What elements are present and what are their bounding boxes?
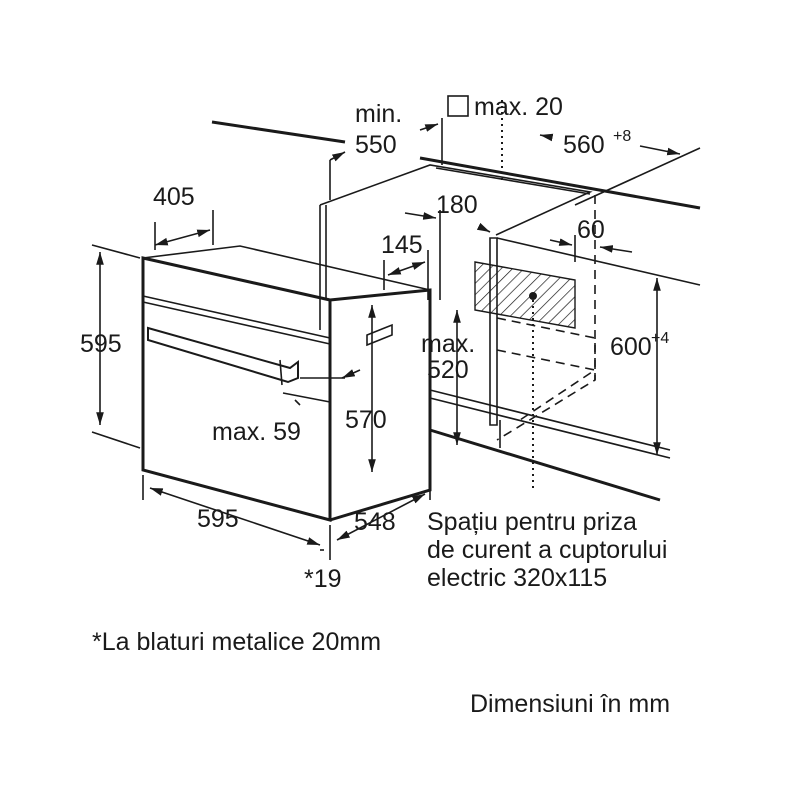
label-548: 548 [354, 508, 396, 536]
label-145: 145 [381, 231, 423, 259]
label-180: 180 [436, 191, 478, 219]
label-max-520: 520 [427, 356, 469, 384]
label-max: max. [421, 330, 475, 358]
label-max-59: max. 59 [212, 418, 301, 446]
footnote: *La blaturi metalice 20mm [92, 628, 381, 656]
label-min: min. [355, 100, 402, 128]
oven [141, 245, 432, 522]
socket-center-mark [529, 292, 537, 300]
socket-note-line-2: de curent a cuptorului [427, 536, 667, 564]
label-star-19: *19 [304, 565, 342, 593]
label-600-tolerance: +4 [651, 330, 669, 347]
socket-note-line-1: Spațiu pentru priza [427, 508, 637, 536]
label-405: 405 [153, 183, 195, 211]
cabinet [211, 120, 701, 502]
label-max-20: max. 20 [474, 93, 563, 121]
dimension-lines [91, 118, 681, 560]
label-60: 60 [577, 216, 605, 244]
oven-handle [147, 326, 299, 384]
label-width-595: 595 [197, 505, 239, 533]
label-600: 600 [610, 333, 652, 361]
label-height-595: 595 [80, 330, 122, 358]
socket-note-line-3: electric 320x115 [427, 564, 607, 592]
label-570: 570 [345, 406, 387, 434]
niche-outline [496, 100, 598, 490]
socket-area [474, 261, 576, 329]
units-note: Dimensiuni în mm [470, 690, 670, 718]
square-icon [447, 95, 469, 117]
label-560: 560 [563, 131, 605, 159]
label-560-tolerance: +8 [613, 128, 631, 145]
label-min-550: 550 [355, 131, 397, 159]
